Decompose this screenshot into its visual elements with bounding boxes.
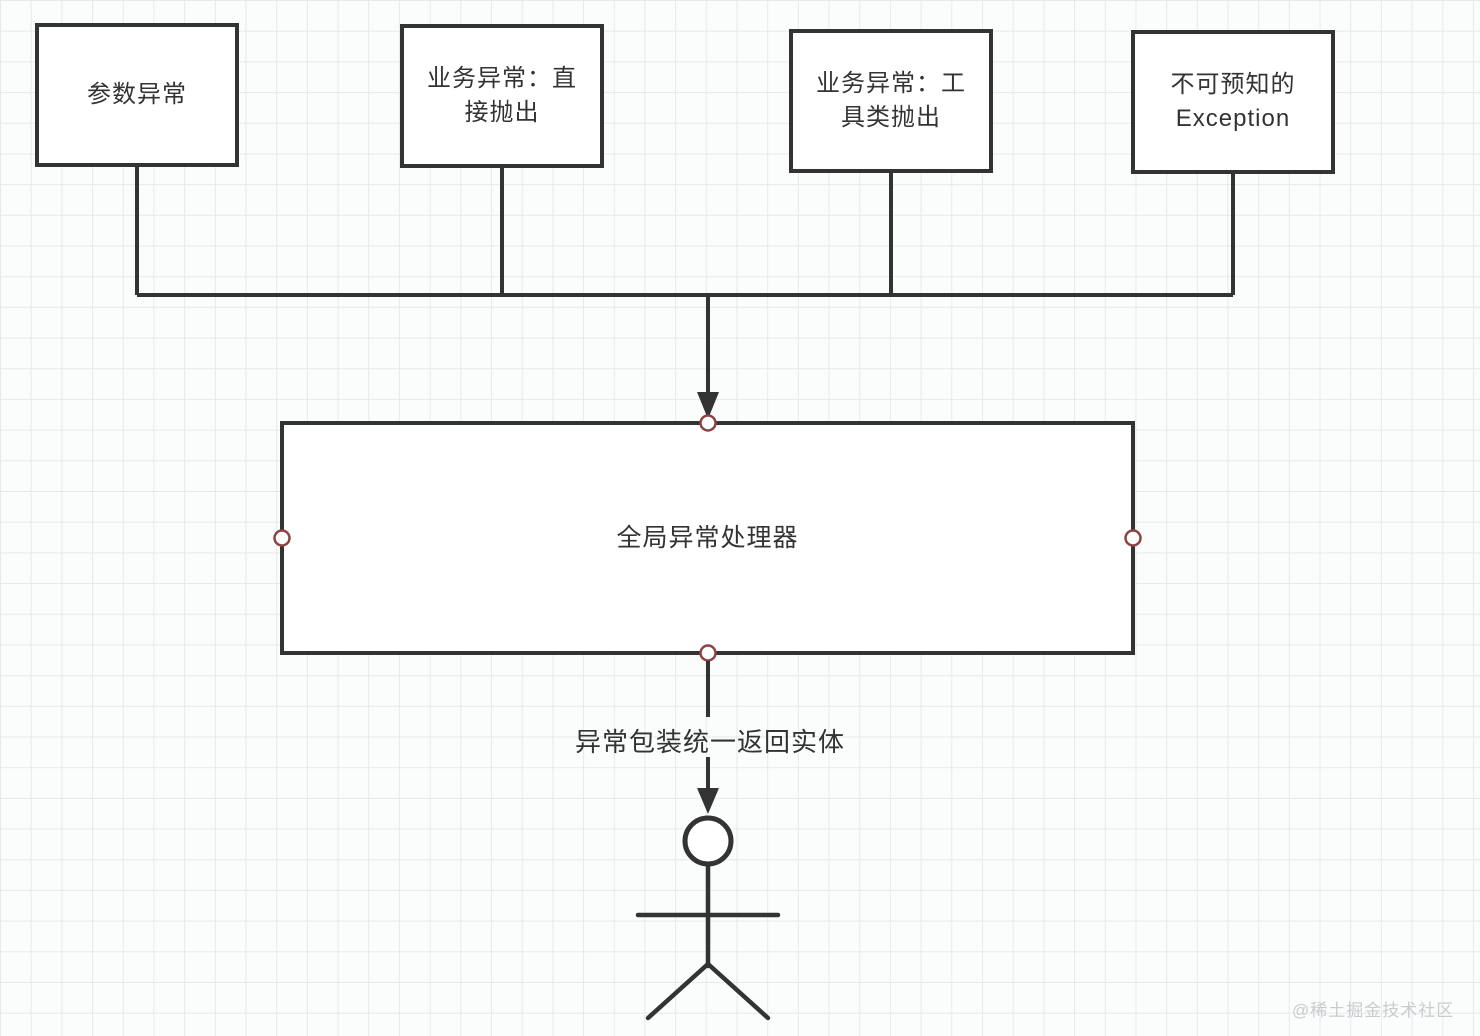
node-label-biz-util: 业务异常：工 具类抛出 <box>816 70 966 131</box>
node-label-param-exception: 参数异常 <box>87 81 187 109</box>
actor-head <box>682 815 734 867</box>
actor-icon <box>635 815 781 1021</box>
watermark: @稀土掘金技术社区 <box>1292 1001 1455 1020</box>
node-label-biz-direct: 业务异常：直 接抛出 <box>427 65 577 126</box>
arrowhead-to-actor-icon <box>697 788 719 814</box>
node-label-unpredictable: 不可预知的 Exception <box>1170 71 1296 132</box>
arrowhead-to-handler-icon <box>697 392 719 419</box>
node-label-global-handler: 全局异常处理器 <box>616 523 799 552</box>
actor-legs <box>645 960 771 1021</box>
edge-label-result: 异常包装统一返回实体 <box>574 727 846 757</box>
connector-tree <box>135 165 1235 394</box>
